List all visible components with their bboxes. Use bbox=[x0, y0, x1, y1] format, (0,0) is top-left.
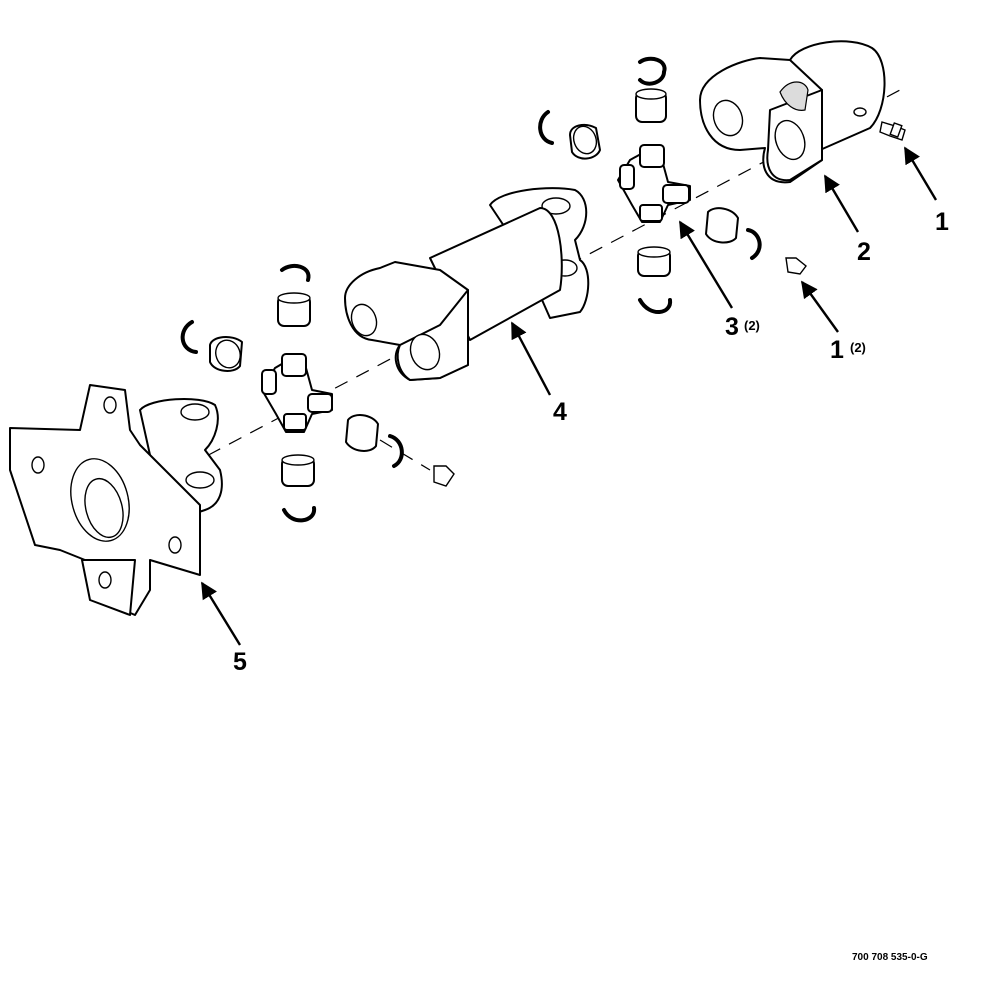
part-5-flange-yoke bbox=[9, 384, 223, 616]
callout-3: 3 (2) bbox=[678, 220, 760, 341]
callout-1-top: 1 bbox=[903, 146, 949, 236]
figure-code: 700 708 535-0-G bbox=[852, 952, 928, 963]
callout-label: 1 bbox=[935, 208, 949, 236]
callout-label: 5 bbox=[233, 648, 247, 676]
bearing-caps-upper-set bbox=[538, 56, 762, 314]
callout-2: 2 bbox=[823, 174, 871, 266]
callout-label: 3 bbox=[725, 313, 739, 341]
callout-1-qty: 1 (2) bbox=[801, 280, 866, 364]
callout-label: 1 bbox=[830, 336, 844, 364]
callout-qty: (2) bbox=[850, 340, 866, 355]
part-4-tube-yoke bbox=[344, 187, 590, 381]
grease-fitting-mid bbox=[785, 257, 807, 275]
callout-label: 4 bbox=[553, 398, 567, 426]
bearing-caps-lower-set bbox=[180, 263, 404, 523]
callout-label: 2 bbox=[857, 238, 871, 266]
part-2-yoke bbox=[699, 40, 886, 184]
callout-qty: (2) bbox=[744, 318, 760, 333]
callout-4: 4 bbox=[510, 321, 567, 426]
grease-fitting-top bbox=[879, 121, 906, 141]
grease-fitting-lower bbox=[379, 439, 455, 487]
callout-5: 5 bbox=[200, 581, 247, 676]
